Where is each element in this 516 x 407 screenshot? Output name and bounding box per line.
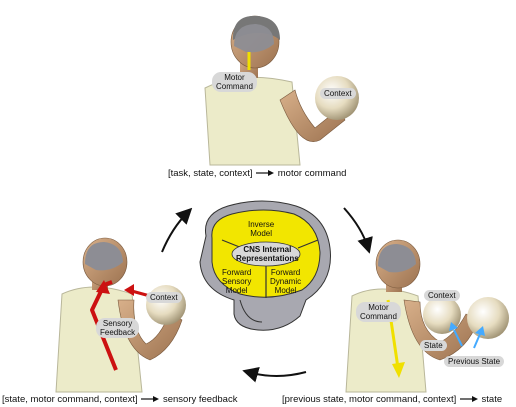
- top-brain-overlay: [234, 24, 274, 53]
- brain-diagram: [199, 200, 331, 331]
- right-equation: [previous state, motor command, context]…: [282, 394, 502, 405]
- left-figure: [55, 237, 186, 393]
- top-equation-inputs: [task, state, context]: [168, 168, 253, 179]
- left-context-label: Context: [146, 292, 182, 303]
- cycle-arrow-right: [343, 207, 373, 254]
- right-equation-inputs: [previous state, motor command, context]: [282, 394, 457, 405]
- right-brain-overlay: [378, 244, 416, 273]
- right-state-label: State: [420, 340, 447, 351]
- right-equation-output: state: [481, 394, 503, 405]
- state-arrow: [453, 329, 463, 347]
- cycle-arrow-left: [161, 207, 193, 253]
- left-equation-inputs: [state, motor command, context]: [2, 394, 138, 405]
- arrow-icon: [459, 396, 478, 403]
- left-equation-output: sensory feedback: [162, 394, 238, 405]
- right-ball-previous: [467, 297, 509, 339]
- brain-center-label: CNS Internal Representations: [236, 245, 299, 263]
- sensory-feedback-path: [90, 280, 118, 371]
- right-motor-command-label: Motor Command: [356, 302, 401, 322]
- left-brain-overlay: [85, 242, 123, 271]
- top-equation: [task, state, context] motor command: [168, 168, 346, 179]
- brain-forward-sensory-label: Forward Sensory Model: [222, 268, 252, 295]
- brain-inverse-model-label: Inverse Model: [248, 220, 275, 238]
- arrow-icon: [141, 396, 160, 403]
- left-equation: [state, motor command, context] sensory …: [2, 394, 237, 405]
- brain-stem-line: [239, 299, 263, 323]
- left-ball: [146, 285, 186, 325]
- top-motor-command-label: Motor Command: [212, 72, 257, 92]
- arrow-icon: [256, 170, 275, 177]
- top-context-label: Context: [320, 88, 356, 99]
- brain-forward-dynamic-label: Forward Dynamic Model: [270, 268, 302, 295]
- left-sensory-feedback-label: Sensory Feedback: [96, 318, 140, 338]
- brain-center-ellipse: [231, 241, 301, 267]
- cycle-arrow-bottom: [242, 367, 307, 383]
- right-context-label: Context: [424, 290, 460, 301]
- top-equation-output: motor command: [277, 168, 347, 179]
- right-previous-state-label: Previous State: [444, 356, 505, 367]
